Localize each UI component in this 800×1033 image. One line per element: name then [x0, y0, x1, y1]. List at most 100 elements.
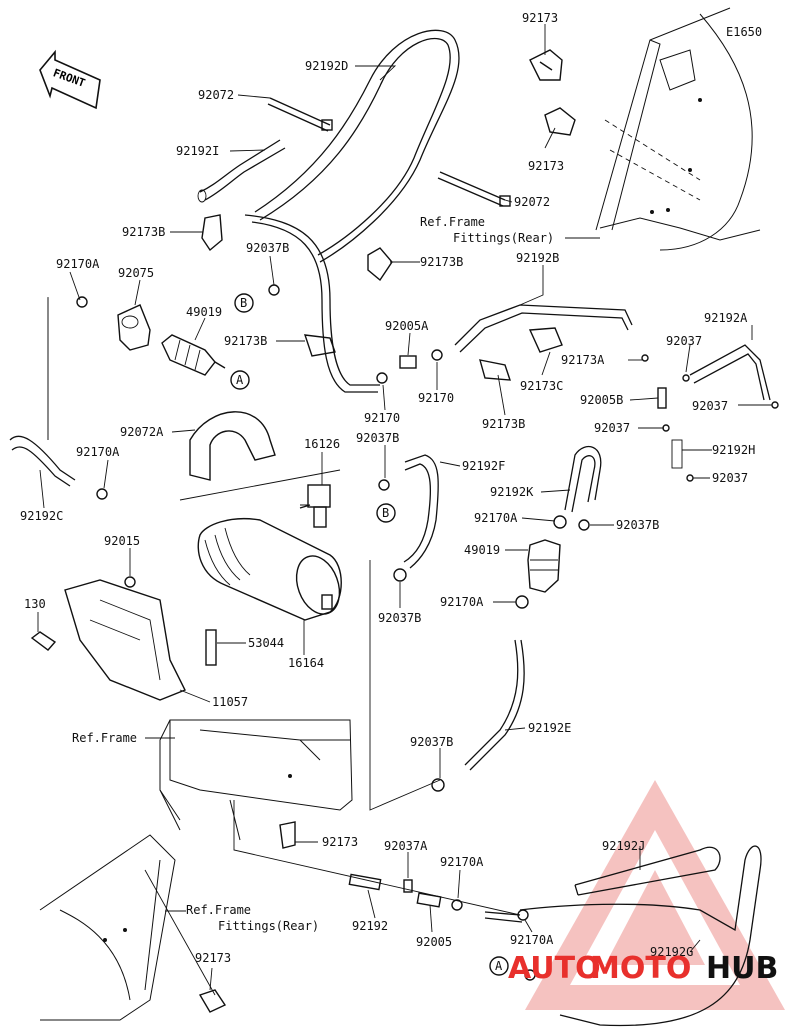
clamp-92173C[interactable]: [528, 327, 563, 353]
label-92173B-4: 92173B: [482, 417, 525, 431]
watermark-logo: [525, 780, 785, 1010]
label-49019-1: 49019: [186, 305, 222, 319]
label-16126: 16126: [304, 437, 340, 451]
label-92192A: 92192A: [704, 311, 748, 325]
clip-92170A-6[interactable]: [517, 909, 529, 921]
clamp-92173-mid[interactable]: [544, 107, 576, 136]
clamp-92173B-3[interactable]: [303, 334, 336, 357]
label-92037A: 92037A: [384, 839, 428, 853]
clip-92037B-5[interactable]: [431, 778, 445, 792]
label-92037-1: 92037: [666, 334, 702, 348]
clip-92170-1[interactable]: [376, 372, 388, 384]
hose-92192G[interactable]: [519, 845, 762, 1027]
watermark-auto: AUTO: [508, 951, 601, 986]
label-92173-low: 92173: [322, 835, 358, 849]
label-92037-3: 92037: [594, 421, 630, 435]
label-92015: 92015: [104, 534, 140, 548]
label-92037B-2: 92037B: [356, 431, 399, 445]
joint-92005-lower[interactable]: [416, 892, 442, 908]
clamp-92173-low[interactable]: [279, 821, 296, 849]
label-92192C: 92192C: [20, 509, 63, 523]
label-92170-1: 92170: [364, 411, 400, 425]
clamp-92173-bottom[interactable]: [198, 989, 227, 1013]
bracket-11057[interactable]: [64, 579, 186, 701]
fuel-filter-49019-lower[interactable]: [527, 539, 561, 593]
clip-92170A-5[interactable]: [451, 899, 463, 911]
fuel-filter-49019-top[interactable]: [161, 334, 226, 376]
holder-92075[interactable]: [117, 304, 151, 351]
clip-92170A-4[interactable]: [515, 595, 529, 609]
label-53044: 53044: [248, 636, 284, 650]
label-92173-bottom: 92173: [195, 951, 231, 965]
label-49019-2: 49019: [464, 543, 500, 557]
label-92192: 92192: [352, 919, 388, 933]
label-92037-4: 92037: [712, 471, 748, 485]
hose-92192E[interactable]: [464, 639, 525, 771]
clamp-92173-top[interactable]: [529, 49, 563, 81]
diagram-code: E1650: [726, 25, 762, 39]
label-92173B-1: 92173B: [122, 225, 165, 239]
label-92005B: 92005B: [580, 393, 623, 407]
label-92173-top: 92173: [522, 11, 558, 25]
clamp-92173B-1[interactable]: [201, 214, 223, 252]
label-92192G: 92192G: [650, 945, 693, 959]
label-92173B-2: 92173B: [420, 255, 463, 269]
label-92170A-5: 92170A: [440, 855, 484, 869]
hose-92192K[interactable]: [564, 446, 602, 513]
clamp-92173B-4[interactable]: [479, 359, 511, 381]
hose-92192C[interactable]: [9, 435, 76, 487]
joint-92005A[interactable]: [399, 355, 417, 369]
clip-92037B-3[interactable]: [578, 519, 590, 531]
band-92072A[interactable]: [189, 411, 276, 481]
tie-strap-92072-top[interactable]: [267, 97, 333, 132]
tie-strap-92072-right[interactable]: [437, 171, 511, 207]
label-92192E: 92192E: [528, 721, 571, 735]
clip-92037B-2[interactable]: [378, 479, 390, 491]
clip-92037B-4[interactable]: [393, 568, 407, 582]
clip-92170A-2[interactable]: [96, 488, 108, 500]
valve-16126[interactable]: [299, 484, 331, 528]
label-92170A-2: 92170A: [76, 445, 120, 459]
label-92192B: 92192B: [516, 251, 559, 265]
clip-92037A[interactable]: [403, 879, 413, 893]
part-labels: 92173 92192D 92072 92173 92192I 92072 92…: [20, 11, 755, 965]
pipe-92192-lower[interactable]: [348, 873, 382, 891]
label-92075: 92075: [118, 266, 154, 280]
label-92037B-4: 92037B: [378, 611, 421, 625]
label-92005A: 92005A: [385, 319, 429, 333]
svg-text:A: A: [495, 959, 503, 973]
label-92192D: 92192D: [305, 59, 348, 73]
label-92170A-4: 92170A: [440, 595, 484, 609]
label-92173B-3: 92173B: [224, 334, 267, 348]
label-130: 130: [24, 597, 46, 611]
label-92192K: 92192K: [490, 485, 534, 499]
label-92170A-6: 92170A: [510, 933, 554, 947]
nut-92015[interactable]: [124, 576, 136, 588]
hose-92192H[interactable]: [671, 439, 683, 469]
label-ref-frame-fittings-2a: Ref.Frame: [186, 903, 251, 917]
frame-main-lower: [159, 719, 353, 841]
part-53044[interactable]: [205, 629, 217, 666]
hose-92192A[interactable]: [689, 344, 771, 401]
clamp-92173B-2[interactable]: [367, 247, 393, 282]
hose-92192F[interactable]: [403, 454, 439, 569]
hose-92192J[interactable]: [574, 846, 721, 896]
label-92037B-1: 92037B: [246, 241, 289, 255]
clip-92170A-7[interactable]: [524, 969, 536, 981]
clip-92170A-1[interactable]: [76, 296, 88, 308]
watermark-hub: HUB: [706, 951, 778, 986]
label-92072A: 92072A: [120, 425, 164, 439]
hose-92192I[interactable]: [199, 139, 286, 201]
marker-b-2: B: [376, 503, 396, 523]
rear-frame-fitting-bottom: [39, 834, 176, 1021]
label-92173C: 92173C: [520, 379, 563, 393]
hose-92192D[interactable]: [244, 29, 460, 386]
label-11057: 11057: [212, 695, 248, 709]
canister-16164[interactable]: [197, 518, 347, 621]
marker-a-2: A: [489, 956, 509, 976]
bolt-130[interactable]: [30, 631, 57, 651]
clip-92170A-3[interactable]: [553, 515, 567, 529]
clip-92170-2[interactable]: [431, 349, 443, 361]
clip-92037B-1[interactable]: [268, 284, 280, 296]
front-arrow-icon: FRONT: [39, 49, 101, 110]
